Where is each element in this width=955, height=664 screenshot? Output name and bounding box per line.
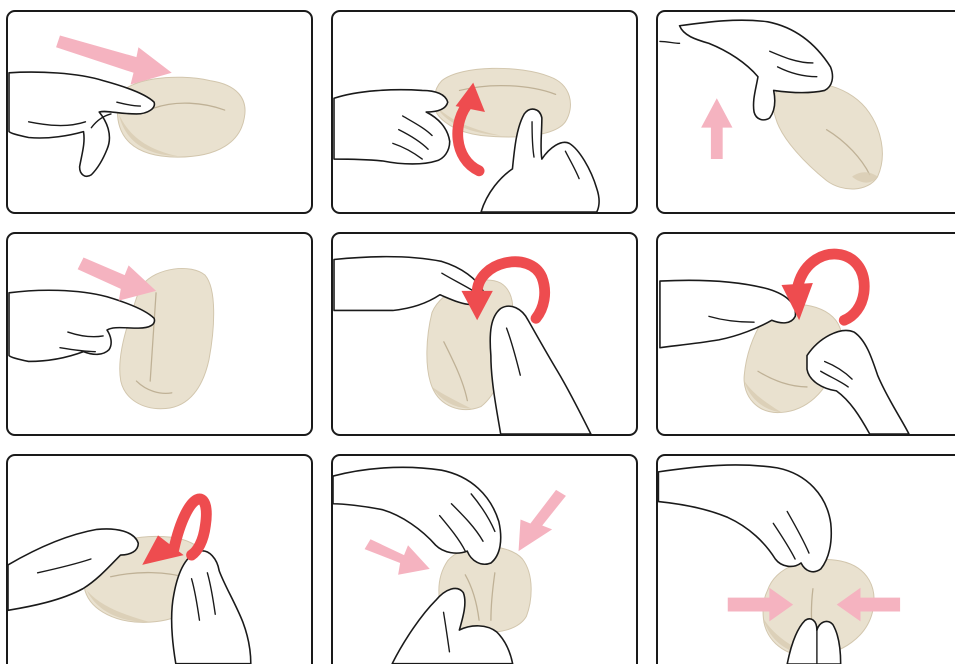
step-panel-7 — [6, 454, 313, 664]
top-hand — [658, 465, 831, 572]
step-1-illustration — [8, 12, 311, 212]
dough-roll — [773, 83, 882, 189]
step-4-illustration — [8, 234, 311, 434]
right-hand — [490, 306, 591, 434]
right-hand — [807, 331, 909, 434]
step-8-illustration — [333, 456, 636, 664]
step-panel-5 — [331, 232, 638, 436]
step-panel-2 — [331, 10, 638, 214]
top-hand — [333, 467, 501, 564]
push-arrow-right — [519, 490, 566, 551]
step-panel-9 — [656, 454, 955, 664]
lift-arrow — [701, 98, 732, 159]
step-panel-4 — [6, 232, 313, 436]
step-panel-8 — [331, 454, 638, 664]
step-9-illustration — [658, 456, 955, 664]
step-6-illustration — [658, 234, 955, 434]
step-panel-1 — [6, 10, 313, 214]
step-panel-3 — [656, 10, 955, 214]
step-panel-6 — [656, 232, 955, 436]
push-arrow-left — [365, 539, 430, 575]
step-2-illustration — [333, 12, 636, 212]
left-hand — [334, 257, 483, 311]
step-3-illustration — [658, 12, 955, 212]
right-hand — [172, 551, 251, 664]
step-7-illustration — [8, 456, 311, 664]
step-5-illustration — [333, 234, 636, 434]
left-hand — [334, 90, 450, 164]
dough-ball — [117, 77, 245, 157]
